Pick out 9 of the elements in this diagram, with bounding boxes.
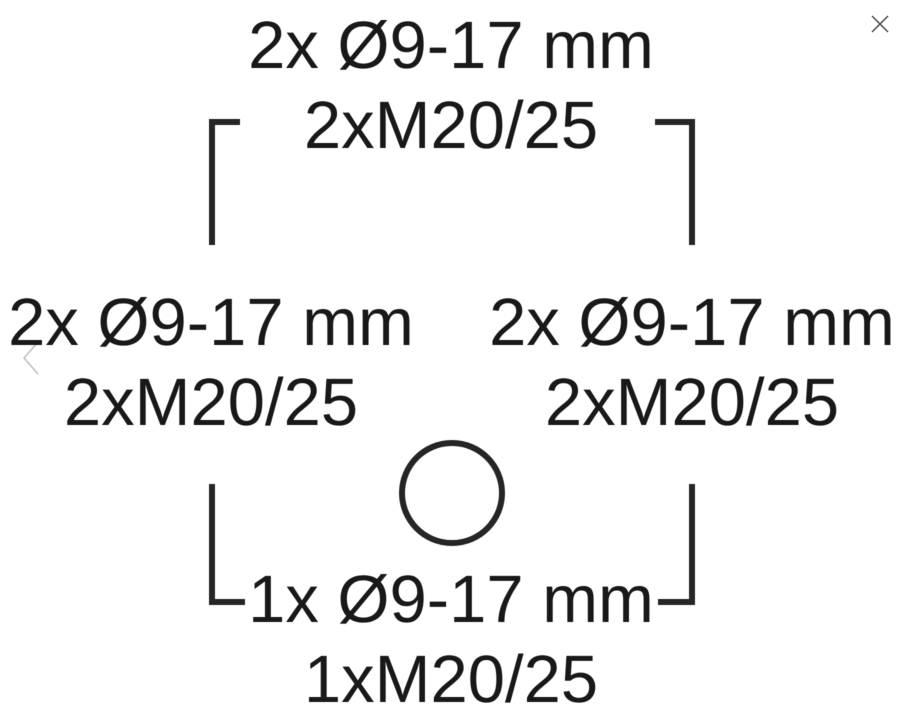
cable-entry-label: 2xM20/25 bbox=[548, 376, 836, 426]
cable-entry-label: 2x Ø9-17 mm bbox=[492, 297, 890, 347]
cable-entry-label: 1xM20/25 bbox=[308, 653, 596, 703]
cable-entry-label: 2x Ø9-17 mm bbox=[11, 297, 410, 347]
cable-entry-label: 1x Ø9-17 mm bbox=[253, 574, 650, 624]
circle-symbol bbox=[399, 440, 505, 546]
cable-entry-label: 2x Ø9-17 mm bbox=[251, 20, 650, 70]
cable-entry-label: 2xM20/25 bbox=[67, 376, 356, 426]
cable-entry-label: 2xM20/25 bbox=[307, 99, 596, 149]
